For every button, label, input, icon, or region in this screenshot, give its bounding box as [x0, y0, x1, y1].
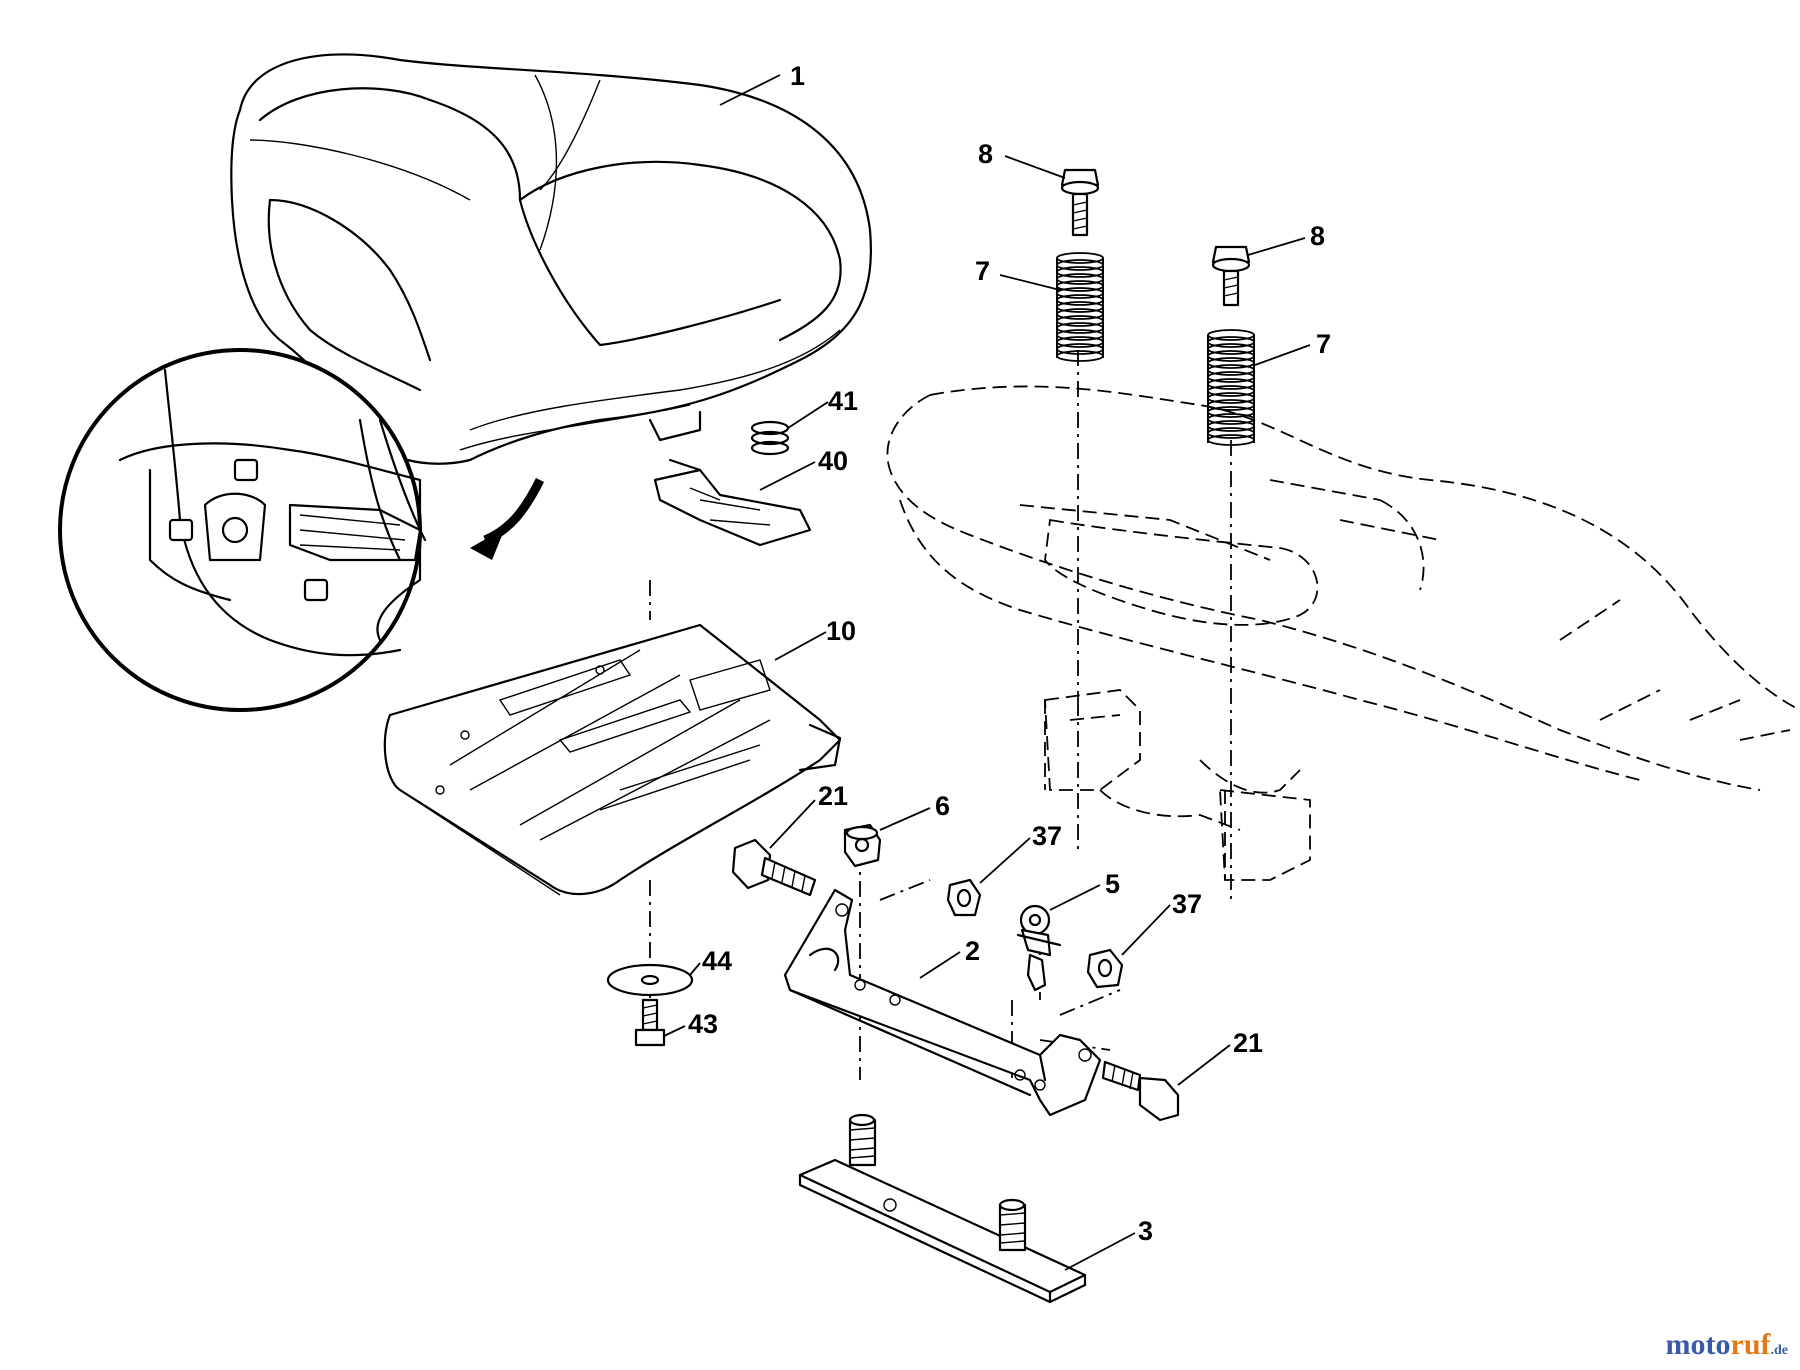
nut-6 — [843, 823, 882, 868]
watermark-part2: ruf — [1730, 1328, 1771, 1361]
callout-40: 40 — [818, 446, 848, 476]
clip-40 — [653, 458, 812, 547]
callout-2: 2 — [965, 936, 980, 966]
bolt-8b — [1211, 245, 1251, 307]
spring-7a — [1056, 252, 1104, 362]
watermark-suffix: .de — [1770, 1343, 1789, 1358]
spring-41 — [750, 420, 790, 456]
callout-43: 43 — [688, 1009, 718, 1039]
callout-41: 41 — [828, 386, 858, 416]
detail-arrow — [470, 477, 545, 560]
callout-8-left: 8 — [978, 139, 993, 169]
callout-3: 3 — [1138, 1216, 1153, 1246]
bolt-21a — [731, 838, 817, 897]
knob-5 — [1016, 904, 1062, 992]
leader-lines — [663, 74, 1311, 1271]
plate-3 — [798, 1113, 1087, 1304]
callout-8-right: 8 — [1310, 221, 1325, 251]
callout-37-left: 37 — [1032, 821, 1062, 851]
callout-5: 5 — [1105, 869, 1120, 899]
callout-10: 10 — [826, 616, 856, 646]
callout-37-right: 37 — [1172, 889, 1202, 919]
detail-view — [58, 348, 427, 712]
bolt-8a — [1060, 168, 1100, 237]
bolt-21b — [1101, 1060, 1180, 1122]
nut-37a — [946, 878, 982, 917]
callout-labels: 1 8 8 7 7 41 40 10 21 6 37 5 37 2 44 43 … — [688, 61, 1331, 1246]
callout-7-right: 7 — [1316, 329, 1331, 359]
spring-7b — [1207, 329, 1255, 446]
washer-44 — [606, 963, 694, 997]
seat-pan-10 — [383, 623, 842, 896]
frame-brackets — [1044, 689, 1311, 881]
callout-6: 6 — [935, 791, 950, 821]
bracket-2 — [783, 888, 1102, 1117]
callout-21-left: 21 — [818, 781, 848, 811]
callout-21-right: 21 — [1233, 1028, 1263, 1058]
watermark-logo: motoruf.de — [1666, 1328, 1788, 1362]
callout-44: 44 — [702, 946, 732, 976]
watermark-part1: moto — [1665, 1328, 1731, 1361]
chassis-outline — [886, 385, 1800, 794]
callout-7-left: 7 — [975, 256, 990, 286]
screw-43 — [634, 998, 666, 1047]
callout-1: 1 — [790, 61, 805, 91]
nut-37b — [1086, 948, 1124, 989]
seat — [230, 53, 872, 465]
